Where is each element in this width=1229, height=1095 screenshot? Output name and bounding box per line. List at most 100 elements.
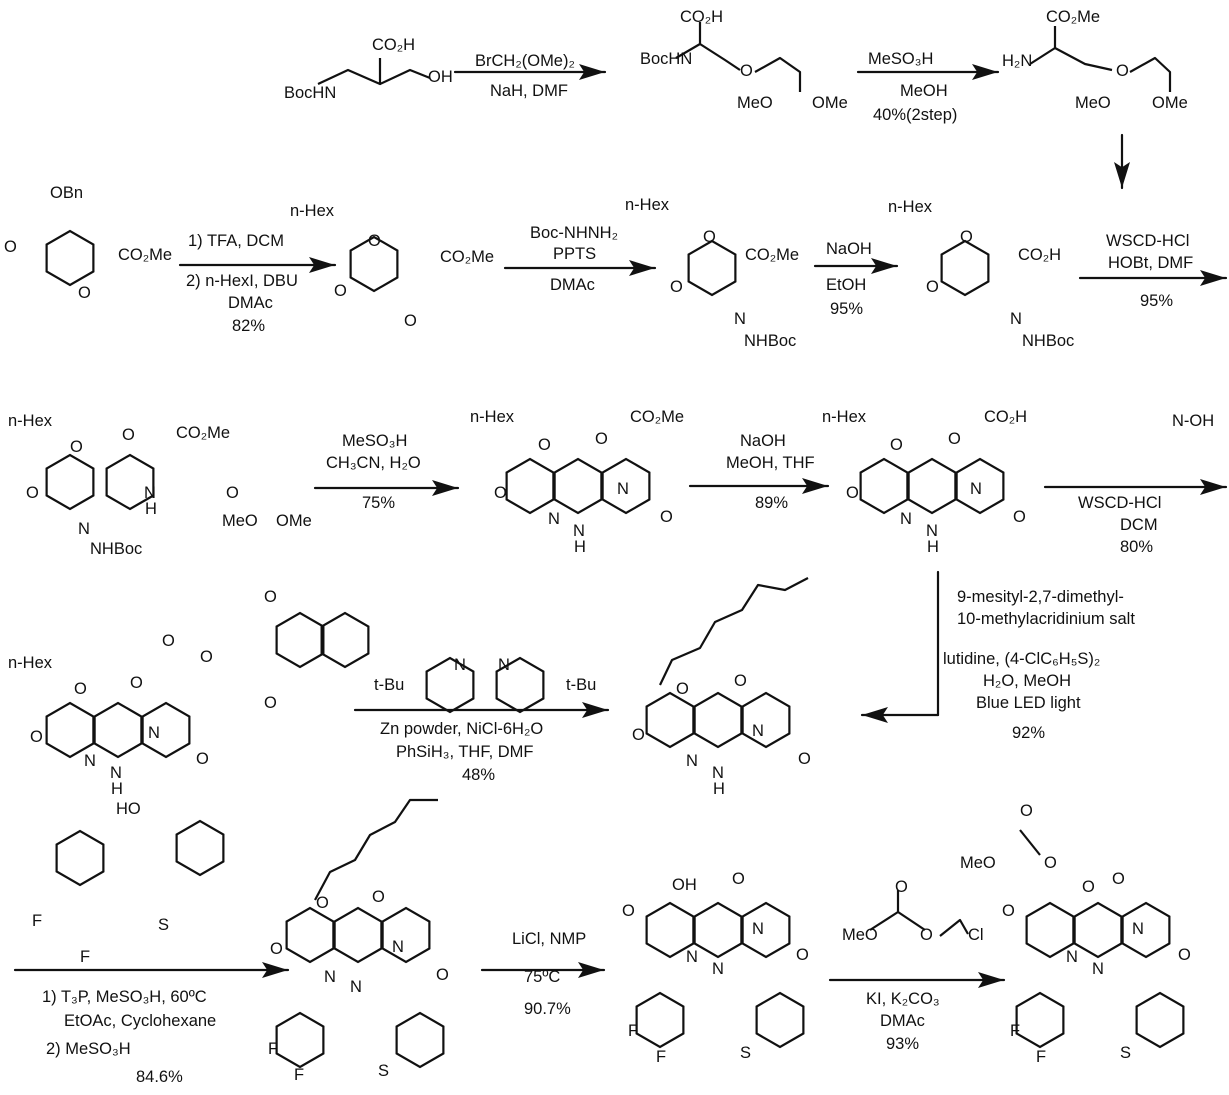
ring-0 — [45, 229, 95, 287]
step11-yield: 48% — [462, 766, 496, 784]
arrowhead — [1200, 270, 1226, 286]
c13-hexyl-chain — [314, 798, 438, 901]
c15-n: N — [1132, 920, 1144, 938]
c14-n2: N — [686, 948, 698, 966]
ring-9 — [859, 457, 909, 515]
ring-7 — [553, 457, 603, 515]
ring-20 — [285, 906, 335, 964]
c9-ester: CO₂Me — [630, 408, 685, 426]
step14-reagent-o1: O — [895, 878, 908, 896]
step14-line1: KI, K₂CO₃ — [866, 990, 940, 1008]
c6-ester: CO₂Me — [745, 246, 800, 264]
step4-line2: PPTS — [553, 245, 597, 263]
step10-line1: 9-mesityl-2,7-dimethyl- — [957, 588, 1124, 606]
c13-n3: N — [350, 978, 362, 996]
ring-14 — [141, 701, 191, 759]
c2-o: O — [740, 62, 753, 80]
c15-amide-o: O — [1112, 870, 1125, 888]
c13-keto: O — [270, 940, 283, 958]
arrowhead — [578, 962, 604, 978]
step12-reagent-f1: F — [32, 912, 43, 930]
arrowhead — [1200, 479, 1226, 495]
step14-yield: 93% — [886, 1035, 920, 1053]
c13-f1: F — [268, 1040, 279, 1058]
ring-19 — [741, 691, 791, 749]
c6-hex: n-Hex — [625, 196, 670, 214]
c14-s: S — [740, 1044, 752, 1062]
ring-4 — [45, 453, 95, 511]
arrowhead — [862, 707, 888, 723]
ring-29 — [55, 829, 105, 887]
c8-amide-o: O — [122, 426, 135, 444]
c10-n2: N — [900, 510, 912, 528]
c13-n: N — [392, 938, 404, 956]
ring-32 — [395, 1011, 445, 1069]
c9-o: O — [538, 436, 551, 454]
step11-ligand-tbu-right: t-Bu — [566, 676, 597, 694]
c14-oh: OH — [672, 876, 697, 894]
c14-f1: F — [628, 1022, 639, 1040]
ring-10 — [907, 457, 957, 515]
arrowhead — [579, 64, 605, 80]
step13-yield: 90.7% — [524, 1000, 571, 1018]
step4-line3: DMAc — [550, 276, 595, 294]
c9-amide-o: O — [595, 430, 608, 448]
ring-33 — [635, 991, 685, 1049]
step8-line2: MeOH, THF — [726, 454, 815, 472]
arrowhead — [262, 962, 288, 978]
c4-obn: OBn — [50, 184, 84, 202]
step10-line4: H₂O, MeOH — [983, 672, 1071, 690]
c15-s: S — [1120, 1044, 1132, 1062]
ring-31 — [275, 1011, 325, 1069]
step12-reagent-oh: HO — [116, 800, 141, 818]
ring-5 — [105, 453, 155, 511]
c2-acid: CO₂H — [680, 8, 724, 26]
ring-21 — [333, 906, 383, 964]
ring-17 — [645, 691, 695, 749]
step6-line2: HOBt, DMF — [1108, 254, 1194, 272]
step1-reagent: BrCH₂(OMe)₂ — [475, 52, 575, 70]
arrowhead — [802, 478, 828, 494]
step5-line1: NaOH — [826, 240, 872, 258]
reagent-bond — [897, 911, 926, 931]
ring-1 — [349, 235, 399, 293]
c7-n: N — [1010, 310, 1022, 328]
c8-meo: MeO — [222, 512, 258, 530]
c7-acid: CO₂H — [1018, 246, 1062, 264]
c1-amine: BocHN — [284, 84, 337, 102]
c6-keto: O — [670, 278, 683, 296]
ring-3 — [940, 239, 990, 297]
arrowhead — [871, 258, 897, 274]
c11-amide-o: O — [130, 674, 143, 692]
c10-amide-o: O — [948, 430, 961, 448]
ring-26 — [1025, 901, 1075, 959]
ring-18 — [693, 691, 743, 749]
arrowhead — [309, 257, 335, 273]
step7-line1: MeSO₃H — [342, 432, 408, 450]
c1-acid: CO₂H — [372, 36, 416, 54]
c2-chain — [699, 43, 741, 71]
c15-carbonate-bond — [1019, 829, 1041, 856]
arrowhead — [972, 64, 998, 80]
c7-o: O — [960, 228, 973, 246]
c11-o: O — [74, 680, 87, 698]
c12-nh: N — [712, 764, 724, 782]
c2-amine: BocHN — [640, 50, 693, 68]
c11-keto: O — [30, 728, 43, 746]
c8-nhboc: NHBoc — [90, 540, 143, 558]
c12-keto: O — [632, 726, 645, 744]
c5-hex: n-Hex — [290, 202, 335, 220]
c9-nh: N — [573, 522, 585, 540]
c14-n: N — [752, 920, 764, 938]
c5-o: O — [368, 232, 381, 250]
step11-line1: Zn powder, NiCl-6H₂O — [380, 720, 544, 738]
ring-37 — [425, 656, 475, 714]
step9-line1: WSCD-HCl — [1078, 494, 1162, 512]
c10-o: O — [890, 436, 903, 454]
c13-amide-o: O — [372, 888, 385, 906]
step10-line2: 10-methylacridinium salt — [957, 610, 1135, 628]
c10-hex: n-Hex — [822, 408, 867, 426]
c10-ring-o: O — [1013, 508, 1026, 526]
step12-line1: 1) T₃P, MeSO₃H, 60ºC — [42, 988, 207, 1006]
c2-ome: OMe — [812, 94, 848, 112]
